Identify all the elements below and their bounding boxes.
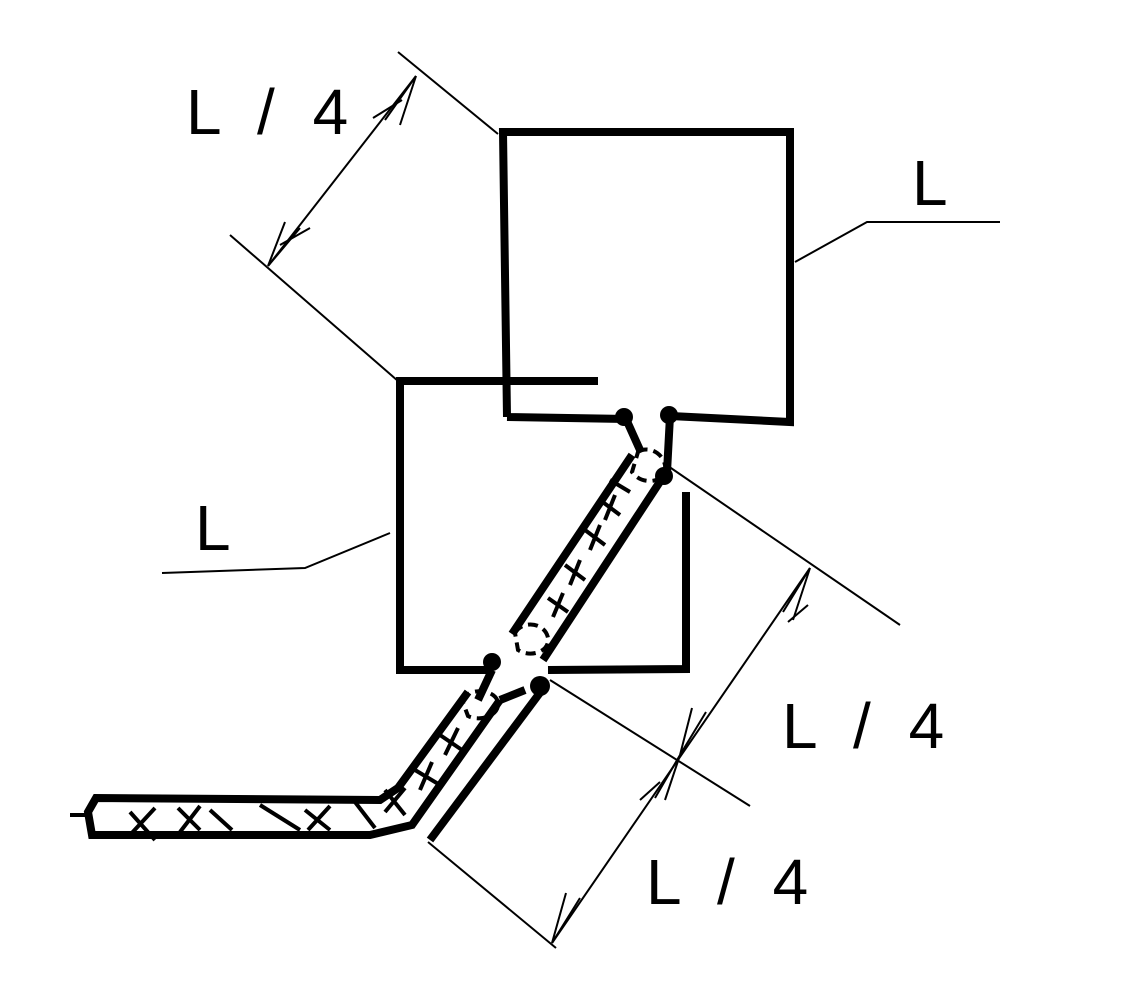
label-dim-right-lower: L / 4 [646, 846, 818, 918]
leader-upper-square [794, 221, 1000, 263]
upper-square [498, 128, 794, 473]
label-side-upper-square: L [912, 147, 948, 219]
upper-strap [508, 447, 669, 663]
hinge-dot [530, 676, 550, 696]
hinge-dot [615, 408, 633, 426]
lower-strap [70, 668, 546, 843]
label-dim-top-left: L / 4 [186, 76, 358, 148]
leader-lower-square [161, 532, 391, 574]
label-side-lower-square: L [195, 492, 231, 564]
dimension-top-left [229, 51, 499, 382]
lower-square [396, 377, 690, 674]
label-dim-right-upper: L / 4 [782, 690, 954, 762]
hinge-dot [660, 406, 678, 424]
hinge-dot [655, 467, 673, 485]
hinge-dot [483, 653, 501, 671]
dimension-right [427, 465, 901, 949]
